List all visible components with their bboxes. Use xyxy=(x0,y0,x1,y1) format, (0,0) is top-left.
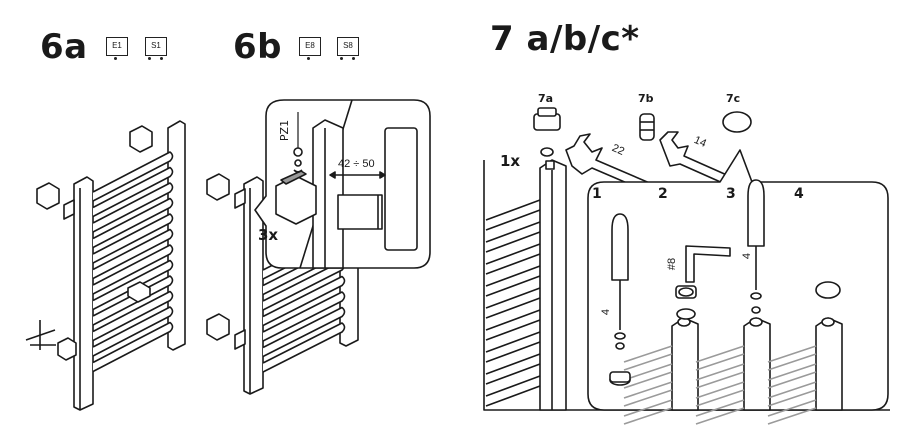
part-7c-label: 7c xyxy=(726,92,741,105)
radiator-tube xyxy=(768,364,816,388)
radiator-tube xyxy=(263,308,345,357)
step-6a-title: 6a xyxy=(40,27,88,67)
radiator-tube xyxy=(768,346,816,370)
radiator-tube xyxy=(93,199,173,248)
radiator-6b xyxy=(207,100,430,394)
radiator-tube xyxy=(486,376,540,406)
part-7a-fitting xyxy=(534,108,560,156)
substep-1: 1 xyxy=(592,186,602,202)
quantity-3x: 3x xyxy=(258,226,279,244)
radiator-tube xyxy=(624,400,672,424)
radiator-tube xyxy=(263,323,345,372)
radiator-tube xyxy=(93,245,173,294)
radiator-tube xyxy=(93,152,173,201)
radiator-7 xyxy=(484,108,890,424)
wall-bracket-top-right xyxy=(130,126,152,152)
dimension-label: 42 ÷ 50 xyxy=(338,158,375,170)
radiator-tube xyxy=(93,230,173,279)
zoom-bubble-7 xyxy=(588,150,888,410)
substep-4: 4 xyxy=(794,186,804,202)
wall-bracket-6b-bottom xyxy=(207,314,229,340)
radiator-tube xyxy=(93,292,173,341)
radiator-tube xyxy=(696,400,744,424)
sub-radiator-rail xyxy=(744,318,770,410)
valve-6a xyxy=(58,338,76,360)
sub-radiator-rail xyxy=(816,318,842,410)
screw-label-pz1: PZ1 xyxy=(278,119,292,142)
radiator-tube xyxy=(486,244,540,274)
part-7c-cap xyxy=(723,112,751,132)
cap-4-icon xyxy=(816,282,840,298)
part-box-e1: E1 xyxy=(106,37,128,60)
radiator-tube xyxy=(486,354,540,384)
radiator-tube xyxy=(768,382,816,406)
substep-2: 2 xyxy=(658,186,668,202)
radiator-tube xyxy=(768,400,816,424)
hex-key-size-label: #8 xyxy=(666,257,679,271)
part-7a-label: 7a xyxy=(538,92,554,105)
radiator-tubes-7 xyxy=(486,200,540,406)
radiator-tube xyxy=(486,332,540,362)
sub-radiators xyxy=(624,318,842,424)
radiator-tube xyxy=(624,382,672,406)
radiator-tube xyxy=(486,310,540,340)
sub-radiator-rail xyxy=(672,318,698,410)
part-7b-label: 7b xyxy=(638,92,654,105)
hex-key-2-icon xyxy=(676,246,730,319)
radiator-tube xyxy=(93,307,173,356)
radiator-tube xyxy=(93,168,173,217)
radiator-tube xyxy=(696,382,744,406)
radiator-6a xyxy=(26,121,185,410)
radiator-tube xyxy=(263,292,345,341)
part-7b-fitting xyxy=(640,114,654,140)
tool-size-label-1: 4 xyxy=(600,308,613,316)
radiator-tube xyxy=(696,346,744,370)
mid-clamp-6a xyxy=(128,282,150,302)
wall-bracket-6b-top xyxy=(207,174,229,200)
radiator-tube xyxy=(624,346,672,370)
quantity-1x: 1x xyxy=(500,152,521,170)
radiator-tube xyxy=(486,288,540,318)
radiator-tube xyxy=(486,266,540,296)
radiator-tube xyxy=(263,277,345,326)
radiator-tube xyxy=(93,323,173,372)
screwdriver-3-icon xyxy=(748,180,764,313)
radiator-tube xyxy=(93,276,173,325)
tool-size-label-3: 4 xyxy=(741,252,754,260)
part-box-s8: S8 xyxy=(337,37,359,60)
radiator-tube xyxy=(486,222,540,252)
radiator-tube xyxy=(93,183,173,232)
step-7-title: 7 a/b/c* xyxy=(490,19,640,59)
bracket-zoom xyxy=(276,176,316,224)
radiator-tube xyxy=(624,364,672,388)
part-box-s1: S1 xyxy=(145,37,167,60)
part-box-e8: E8 xyxy=(299,37,321,60)
radiator-tube xyxy=(696,364,744,388)
step-6b-title: 6b xyxy=(233,27,282,67)
radiator-tube xyxy=(486,200,540,230)
screwdriver-1-icon xyxy=(610,214,630,385)
radiator-tube xyxy=(93,214,173,263)
substep-3: 3 xyxy=(726,186,736,202)
wall-bracket-top-left xyxy=(37,183,59,209)
radiator-tubes-6a xyxy=(93,152,173,372)
